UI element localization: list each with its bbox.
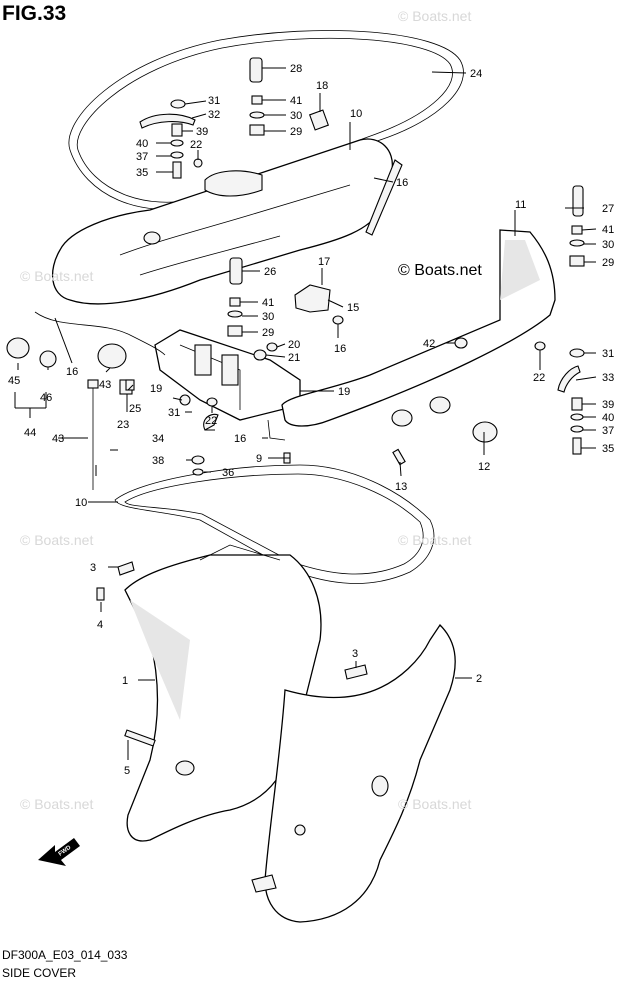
figure-title: FIG.33 [2,2,67,25]
callout-39b: 39 [602,399,614,411]
callout-8: 10 [75,497,87,509]
callout-37b: 37 [602,425,614,437]
callout-23: 23 [117,419,129,431]
callout-3b: 3 [352,648,358,660]
watermark: © Boats.net [20,796,94,812]
upper-cowl-base-6 [51,138,393,305]
callout-6: 10 [350,108,362,120]
fwd-arrow-badge: FWD [38,838,80,866]
callout-37a: 37 [136,151,148,163]
callout-15: 16 [66,366,78,378]
callout-4: 4 [97,619,103,631]
callout-7: 11 [515,199,526,211]
callout-34: 34 [152,433,164,445]
left-lower-cover-1 [124,544,322,842]
watermark: © Boats.net [398,796,472,812]
callout-41c: 41 [262,297,274,309]
callout-46: 45 [8,375,20,387]
callout-44: 43 [52,433,64,445]
callout-1: 1 [122,675,128,687]
callout-5: 5 [124,765,130,777]
callout-30b: 30 [602,239,614,251]
callout-40b: 40 [602,412,614,424]
callout-13: 16 [334,343,346,355]
callout-41b: 41 [602,224,614,236]
callout-31c: 31 [168,407,180,419]
callouts: 24 28 18 10 41 30 29 31 32 39 40 22 37 3… [8,63,614,777]
callout-28: 28 [290,63,302,75]
callout-20: 20 [288,339,300,351]
callout-22b: 22 [533,372,545,384]
callout-26: 26 [264,266,276,278]
callout-40a: 40 [136,138,148,150]
callout-41a: 41 [290,95,302,107]
callout-35b: 35 [602,443,614,455]
leader-lines [14,67,597,760]
callout-12: 15 [347,302,359,314]
callout-2: 2 [476,673,482,685]
callout-38: 38 [152,455,164,467]
callout-30c: 30 [262,311,274,323]
right-lower-cover-2 [251,623,456,923]
figure-name: SIDE COVER [2,966,77,980]
callout-45: 44 [24,427,36,439]
callout-39a: 39 [196,126,208,138]
callout-27: 27 [602,203,614,215]
callout-22a: 22 [190,139,202,151]
right-cover-strip-7 [281,229,556,427]
watermark: © Boats.net [20,532,94,548]
callout-22c: 22 [205,415,217,427]
watermark: © Boats.net [398,532,472,548]
callout-42: 42 [423,338,435,350]
figure-code: DF300A_E03_014_033 [2,948,128,962]
grommet-10 [472,421,498,443]
callout-29b: 29 [602,257,614,269]
callout-32: 32 [208,109,220,121]
trim-strip-16 [365,159,403,236]
callout-30a: 30 [290,110,302,122]
watermark: © Boats.net [20,268,94,284]
callout-18: 19 [338,386,350,398]
copyright-mark: © Boats.net [398,262,482,279]
callout-3a: 3 [90,562,96,574]
callout-11: 13 [395,481,407,493]
callout-25: 24 [470,68,482,80]
callout-19: 19 [150,383,162,395]
callout-24: 25 [129,403,141,415]
callout-9: 9 [256,453,262,465]
callout-10: 12 [478,461,490,473]
callout-17: 18 [316,80,328,92]
callout-33: 33 [602,372,614,384]
callout-36: 36 [222,467,234,479]
callout-31b: 31 [602,348,614,360]
callout-21: 21 [288,352,300,364]
hardware [6,57,585,747]
callout-14: 17 [318,256,330,268]
callout-35a: 35 [136,167,148,179]
frame-seal-8 [114,464,435,584]
callout-47: 46 [40,392,52,404]
callout-29a: 29 [290,126,302,138]
callout-16a: 16 [396,177,408,189]
callout-43: 43 [99,379,111,391]
callout-16b: 16 [234,433,246,445]
callout-29c: 29 [262,327,274,339]
watermark: © Boats.net [398,8,472,24]
callout-31a: 31 [208,95,220,107]
